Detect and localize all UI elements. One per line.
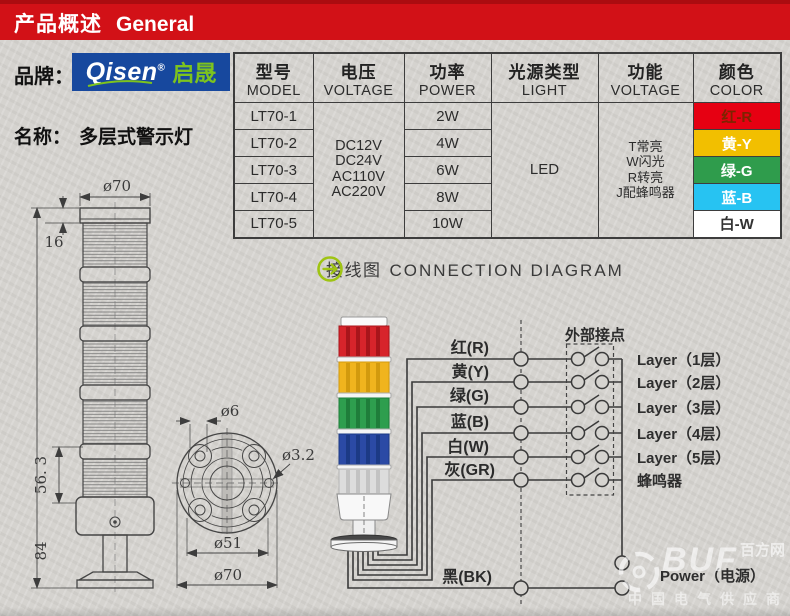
table-row: LT70-5 10W 白-W	[233, 210, 782, 238]
power-cell: 4W	[403, 129, 492, 157]
external-contacts-label: 外部接点	[564, 326, 625, 344]
wire-paths	[347, 358, 623, 589]
light-source-cell: LED	[490, 102, 599, 238]
power-cell: 8W	[403, 183, 492, 211]
wire-label-blue: 蓝(B)	[451, 412, 489, 431]
voltage-cell: DC12V DC24V AC110V AC220V	[312, 102, 405, 238]
channel-label-layer4: Layer（4层）	[637, 425, 730, 443]
tower-body	[75, 202, 155, 592]
wire-label-red: 红(R)	[451, 338, 489, 357]
page-title: 产品概述 General	[14, 8, 194, 38]
wire-label-green: 绿(G)	[450, 386, 489, 405]
stack-light-illustration	[330, 316, 398, 552]
dim-dia70-top: ø70	[103, 177, 131, 195]
dim-dia70-base: ø70	[214, 566, 242, 584]
color-cell-white: 白-W	[692, 210, 782, 238]
power-label: Power（电源）	[660, 567, 765, 585]
product-name-row: 名称： 多层式警示灯	[14, 122, 193, 149]
brand-logo-cn: 启晟	[172, 61, 217, 86]
color-cell-blue: 蓝-B	[692, 183, 782, 211]
logo-swoosh-icon	[87, 80, 153, 87]
function-cell: T常亮 W闪光 R转亮 J配蜂鸣器	[597, 102, 694, 238]
power-terminals	[614, 555, 630, 596]
brand-label: 品牌：	[14, 66, 74, 88]
wire-label-yellow: 黄(Y)	[452, 362, 489, 381]
power-cell: 6W	[403, 156, 492, 184]
dim-84: 84	[32, 541, 50, 560]
page-title-en: General	[116, 13, 195, 36]
top-view-drawing: ø6 ø3.2 ø51 ø70	[172, 402, 315, 589]
channel-label-layer3: Layer（3层）	[637, 399, 730, 417]
dim-dia51: ø51	[214, 534, 242, 552]
product-name-label: 名称：	[14, 127, 72, 148]
top-view-dimensions: ø6 ø3.2 ø51 ø70	[176, 402, 315, 589]
wire-label-white: 白(W)	[447, 437, 489, 456]
side-view-dimensions: ø70 16 56. 3 84	[31, 177, 151, 589]
channel-label-layer1: Layer（1层）	[637, 351, 730, 369]
channel-label-buzzer: 蜂鸣器	[637, 472, 683, 490]
wire-label-gray: 灰(GR)	[444, 460, 495, 479]
dim-56-3: 56. 3	[32, 456, 50, 494]
model-cell: LT70-3	[233, 156, 314, 184]
dim-16: 16	[44, 233, 63, 251]
wire-label-black: 黑(BK)	[442, 568, 492, 586]
channel-label-layer5: Layer（5层）	[637, 449, 730, 467]
color-cell-green: 绿-G	[692, 156, 782, 184]
model-cell: LT70-1	[233, 102, 314, 130]
channel-label-layer2: Layer（2层）	[637, 374, 730, 392]
color-cell-red: 红-R	[692, 102, 782, 130]
table-row: LT70-2 4W 黄-Y	[233, 129, 782, 157]
dim-dia3-2: ø3.2	[282, 446, 315, 464]
table-row: LT70-1 DC12V DC24V AC110V AC220V 2W LED …	[233, 102, 782, 238]
external-contacts	[565, 343, 615, 496]
side-view-drawing: ø70 16 56. 3 84	[31, 177, 155, 592]
table-row: LT70-3 6W 绿-G	[233, 156, 782, 184]
model-cell: LT70-4	[233, 183, 314, 211]
table-row: LT70-4 8W 蓝-B	[233, 183, 782, 211]
model-cell: LT70-5	[233, 210, 314, 238]
power-cell: 10W	[403, 210, 492, 238]
brand-logo: Qisen® 启晟	[72, 53, 230, 91]
page-title-zh: 产品概述	[14, 13, 102, 36]
product-name-value: 多层式警示灯	[79, 127, 194, 148]
registered-mark-icon: ®	[157, 62, 166, 74]
terminal-strip	[513, 320, 529, 604]
color-cell-yellow: 黄-Y	[692, 129, 782, 157]
dim-dia6: ø6	[221, 402, 240, 420]
arrow-right-icon	[317, 255, 343, 282]
model-cell: LT70-2	[233, 129, 314, 157]
connection-diagram: 红(R) 黄(Y) 绿(G) 蓝(B) 白(W) 灰(GR) 黑(BK) 外部接…	[330, 316, 765, 604]
connection-title-en: CONNECTION DIAGRAM	[389, 261, 624, 280]
base-top-view	[172, 428, 282, 538]
power-cell: 2W	[403, 102, 492, 130]
section-banner: 产品概述 General	[0, 0, 790, 40]
